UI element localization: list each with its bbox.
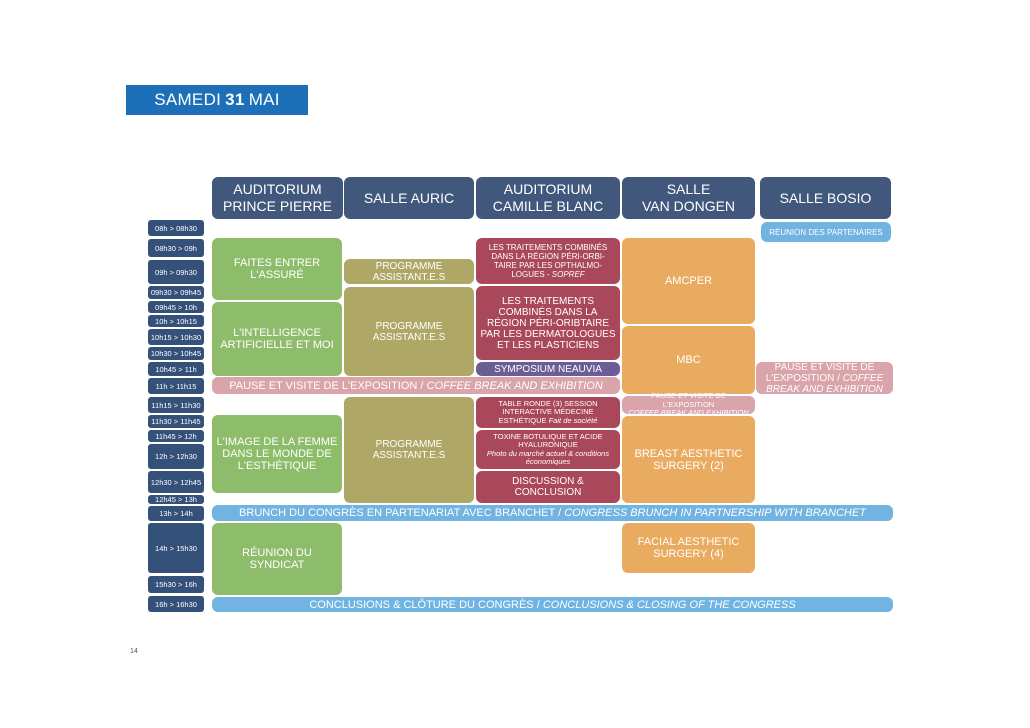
- column-header-line1: AUDITORIUM: [233, 181, 322, 197]
- column-header-salle-bosio: SALLE BOSIO: [760, 177, 891, 219]
- time-slot: 10h > 10h15: [148, 315, 204, 327]
- session-title: LES TRAITEMENTS COMBINÉS DANS LA RÉGION …: [488, 243, 608, 279]
- time-slot: 11h30 > 11h45: [148, 415, 204, 428]
- pause-text-en: COFFEE BREAK AND EXHIBITION: [426, 379, 603, 392]
- session-cloture-congres: CONCLUSIONS & CLÔTURE DU CONGRÈS / CONCL…: [212, 597, 893, 612]
- time-slot: 08h > 08h30: [148, 220, 204, 236]
- pause-text-fr: PAUSE ET VISITE DE L'EXPOSITION /: [765, 361, 875, 384]
- column-header-line1: SALLE BOSIO: [779, 189, 872, 206]
- session-mbc: MBC: [622, 326, 755, 394]
- session-programme-assistants-2: PROGRAMME ASSISTANT.E.S: [344, 287, 474, 376]
- session-reunion-partenaires: RÉUNION DES PARTENAIRES: [761, 222, 891, 242]
- pause-text-fr: PAUSE ET VISITE DE L'EXPOSITION /: [229, 379, 427, 392]
- brunch-text-en: CONGRESS BRUNCH IN PARTNERSHIP WITH BRAN…: [564, 507, 866, 519]
- pause-text-fr: PAUSE ET VISITE DE L'EXPOSITION: [651, 391, 726, 409]
- session-traitements-combines-dermato: LES TRAITEMENTS COMBINÉS DANS LA RÉGION …: [476, 286, 620, 360]
- page-number: 14: [130, 648, 138, 655]
- time-slot: 16h > 16h30: [148, 596, 204, 612]
- session-toxine-botulique: TOXINE BOTULIQUE ET ACIDE HYALURONIQUE P…: [476, 430, 620, 469]
- column-header-line2: PRINCE PIERRE: [223, 198, 332, 214]
- time-slot: 12h30 > 12h45: [148, 471, 204, 493]
- session-traitements-combines-ophtalmo: LES TRAITEMENTS COMBINÉS DANS LA RÉGION …: [476, 238, 620, 284]
- session-facial-aesthetic-surgery: FACIAL AESTHETIC SURGERY (4): [622, 523, 755, 573]
- column-header-line2: CAMILLE BLANC: [492, 198, 604, 214]
- time-slot: 15h30 > 16h: [148, 576, 204, 593]
- time-slot: 11h > 11h15: [148, 378, 204, 394]
- session-table-ronde: TABLE RONDE (3) SESSION INTERACTIVE MÉDE…: [476, 397, 620, 428]
- closing-text-en: CONCLUSIONS & CLOSING OF THE CONGRESS: [542, 598, 796, 611]
- time-slot: 10h45 > 11h: [148, 362, 204, 376]
- time-slot: 10h30 > 10h45: [148, 347, 204, 360]
- time-slot: 14h > 15h30: [148, 523, 204, 573]
- session-title: TABLE RONDE (3) SESSION INTERACTIVE MÉDE…: [498, 398, 598, 425]
- session-image-femme: L'IMAGE DE LA FEMME DANS LE MONDE DE L'E…: [212, 415, 342, 493]
- session-amcper: AMCPER: [622, 238, 755, 324]
- session-subtitle: Photo du marché actuel & conditions écon…: [486, 448, 610, 466]
- session-subtitle: Fait de société: [548, 415, 598, 425]
- column-header-line1: SALLE AURIC: [363, 189, 455, 206]
- session-brunch-congres: BRUNCH DU CONGRÈS EN PARTENARIAT AVEC BR…: [212, 505, 893, 521]
- title-prefix: SAMEDI: [154, 90, 222, 109]
- session-programme-assistants-3: PROGRAMME ASSISTANT.E.S: [344, 397, 474, 503]
- session-faites-entrer-assure: FAITES ENTRER L'ASSURÉ: [212, 238, 342, 300]
- column-header-salle-auric: SALLE AURIC: [344, 177, 474, 219]
- session-intelligence-artificielle: L'INTELLIGENCE ARTIFICIELLE ET MOI: [212, 302, 342, 376]
- title-month: MAI: [248, 90, 280, 109]
- column-header-line2: VAN DONGEN: [641, 198, 736, 214]
- time-slot: 13h > 14h: [148, 506, 204, 521]
- title-day: 31: [225, 90, 245, 109]
- time-slot: 10h15 > 10h30: [148, 329, 204, 345]
- session-programme-assistants-1: PROGRAMME ASSISTANT.E.S: [344, 259, 474, 284]
- time-slot: 09h30 > 09h45: [148, 286, 204, 299]
- column-header-line1: AUDITORIUM: [503, 181, 593, 197]
- session-symposium-neauvia: SYMPOSIUM NEAUVIA: [476, 362, 620, 376]
- session-pause-exposition-main: PAUSE ET VISITE DE L'EXPOSITION / COFFEE…: [212, 377, 620, 394]
- session-pause-exposition-small: PAUSE ET VISITE DE L'EXPOSITION COFFEE B…: [622, 392, 755, 417]
- session-title: TOXINE BOTULIQUE ET ACIDE HYALURONIQUE: [493, 431, 603, 449]
- closing-text-fr: CONCLUSIONS & CLÔTURE DU CONGRÈS /: [309, 598, 543, 611]
- time-slot: 09h > 09h30: [148, 260, 204, 284]
- session-organizer: SOPREF: [551, 270, 585, 279]
- column-header-line1: SALLE: [666, 181, 711, 197]
- day-title-banner: SAMEDI 31 MAI: [126, 85, 308, 115]
- pause-text-en: COFFEE BREAK AND EXHIBITION: [628, 408, 749, 418]
- time-slot: 08h30 > 09h: [148, 239, 204, 257]
- session-pause-exposition-bosio: PAUSE ET VISITE DE L'EXPOSITION / COFFEE…: [756, 361, 893, 395]
- time-slot: 12h45 > 13h: [148, 495, 204, 504]
- session-discussion-conclusion: DISCUSSION & CONCLUSION: [476, 471, 620, 503]
- time-slot: 09h45 > 10h: [148, 301, 204, 313]
- time-slot: 11h45 > 12h: [148, 430, 204, 442]
- session-breast-aesthetic-surgery: BREAST AESTHETIC SURGERY (2): [622, 416, 755, 503]
- time-slot: 11h15 > 11h30: [148, 397, 204, 413]
- time-slot: 12h > 12h30: [148, 444, 204, 469]
- brunch-text-fr: BRUNCH DU CONGRÈS EN PARTENARIAT AVEC BR…: [239, 507, 565, 519]
- pause-text-en: COFFEE BREAK AND EXHIBITION: [766, 372, 884, 395]
- session-reunion-syndicat: RÉUNION DU SYNDICAT: [212, 523, 342, 595]
